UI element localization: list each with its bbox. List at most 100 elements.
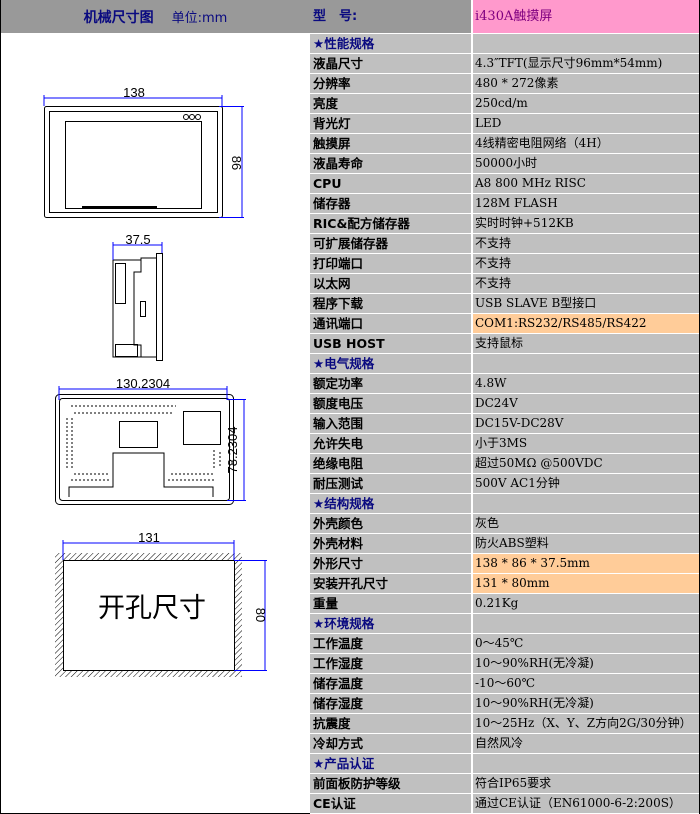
section-header-row: ★环境规格 [310,614,699,634]
section-header-row: ★结构规格 [310,494,699,514]
spec-label: ★电气规格 [310,354,473,373]
spec-value: 灰色 [473,514,699,533]
spec-value [473,614,699,633]
spec-label: ★性能规格 [310,34,473,53]
spec-label: 外壳颜色 [310,514,473,533]
spec-row: 外壳颜色灰色 [310,514,699,534]
spec-row: 绝缘电阻超过50MΩ @500VDC [310,454,699,474]
spec-value: DC15V-DC28V [473,414,699,433]
spec-label: CE认证 [310,794,473,813]
spec-label: 通讯端口 [310,314,473,333]
spec-label: 前面板防护等级 [310,774,473,793]
back-view [55,394,234,505]
spec-value: 10～90%RH(无冷凝) [473,694,699,713]
spec-label: 外壳材料 [310,534,473,553]
spec-value: USB SLAVE B型接口 [473,294,699,313]
model-label: 型 号: [310,0,473,33]
cutout-view [55,553,242,677]
side-dimensions [112,242,163,260]
spec-label: 工作温度 [310,634,473,653]
section-header-row: ★性能规格 [310,34,699,54]
spec-label: ★环境规格 [310,614,473,633]
front-height-label: 86 [229,156,244,170]
spec-value: DC24V [473,394,699,413]
spec-label: 额度电压 [310,394,473,413]
spec-value: 实时时钟+512KB [473,214,699,233]
spec-label: ★产品认证 [310,754,473,773]
spec-label: 绝缘电阻 [310,454,473,473]
spec-label: 耐压测试 [310,474,473,493]
section-header-row: ★电气规格 [310,354,699,374]
spec-label: 储存温度 [310,674,473,693]
back-width-label: 130.2304 [116,376,170,391]
spec-label: 额定功率 [310,374,473,393]
spec-row: 打印端口不支持 [310,254,699,274]
spec-value: 超过50MΩ @500VDC [473,454,699,473]
front-dimensions [43,95,244,218]
spec-value: 4.3″TFT(显示尺寸96mm*54mm) [473,54,699,73]
spec-value: 0～45℃ [473,634,699,653]
spec-value: 128M FLASH [473,194,699,213]
spec-label: 以太网 [310,274,473,293]
spec-label: 储存湿度 [310,694,473,713]
spec-row: RIC&配方储存器实时时钟+512KB [310,214,699,234]
spec-value [473,354,699,373]
spec-row: 允许失电小于3MS [310,434,699,454]
back-dimensions [58,386,246,501]
spec-value: 小于3MS [473,434,699,453]
front-width-label: 138 [123,85,145,100]
spec-row: 以太网不支持 [310,274,699,294]
dimension-drawings: 138 86 37.5 130.2304 78.230 [43,85,268,677]
side-view [112,253,163,361]
mechanical-drawing-panel: 机械尺寸图 单位:mm 138 86 [0,0,310,812]
spec-value: A8 800 MHz RISC [473,174,699,193]
spec-value: 通过CE认证（EN61000-6-2:200S） [473,794,699,813]
spec-label: RIC&配方储存器 [310,214,473,233]
spec-value: 4.8W [473,374,699,393]
spec-value: 防火ABS塑料 [473,534,699,553]
spec-value: LED [473,114,699,133]
cutout-width-label: 131 [138,530,160,545]
spec-value: 480 * 272像素 [473,74,699,93]
spec-row: 外壳材料防火ABS塑料 [310,534,699,554]
spec-label: 液晶尺寸 [310,54,473,73]
unit-label: 单位:mm [171,11,228,26]
spec-value: 不支持 [473,274,699,293]
model-row: 型 号: i430A触摸屏 [310,0,699,34]
side-depth-label: 37.5 [125,232,150,247]
spec-value: 0.21Kg [473,594,699,613]
spec-row: 冷却方式自然风冷 [310,734,699,754]
spec-label: 触摸屏 [310,134,473,153]
spec-row: 储存温度-10～60℃ [310,674,699,694]
spec-label: 允许失电 [310,434,473,453]
model-value: i430A触摸屏 [473,0,699,33]
spec-value: COM1:RS232/RS485/RS422 [473,314,699,333]
spec-label: 输入范围 [310,414,473,433]
spec-value: 10～25Hz（X、Y、Z方向2G/30分钟） [473,714,699,733]
section-header-row: ★产品认证 [310,754,699,774]
spec-label: 重量 [310,594,473,613]
spec-value: 138 * 86 * 37.5mm [473,554,699,573]
spec-label: ★结构规格 [310,494,473,513]
drawing-title: 机械尺寸图 [83,9,154,26]
spec-label: 安装开孔尺寸 [310,574,473,593]
cutout-label: 开孔尺寸 [98,593,206,624]
spec-value [473,34,699,53]
drawing-header: 机械尺寸图 单位:mm [1,0,310,33]
